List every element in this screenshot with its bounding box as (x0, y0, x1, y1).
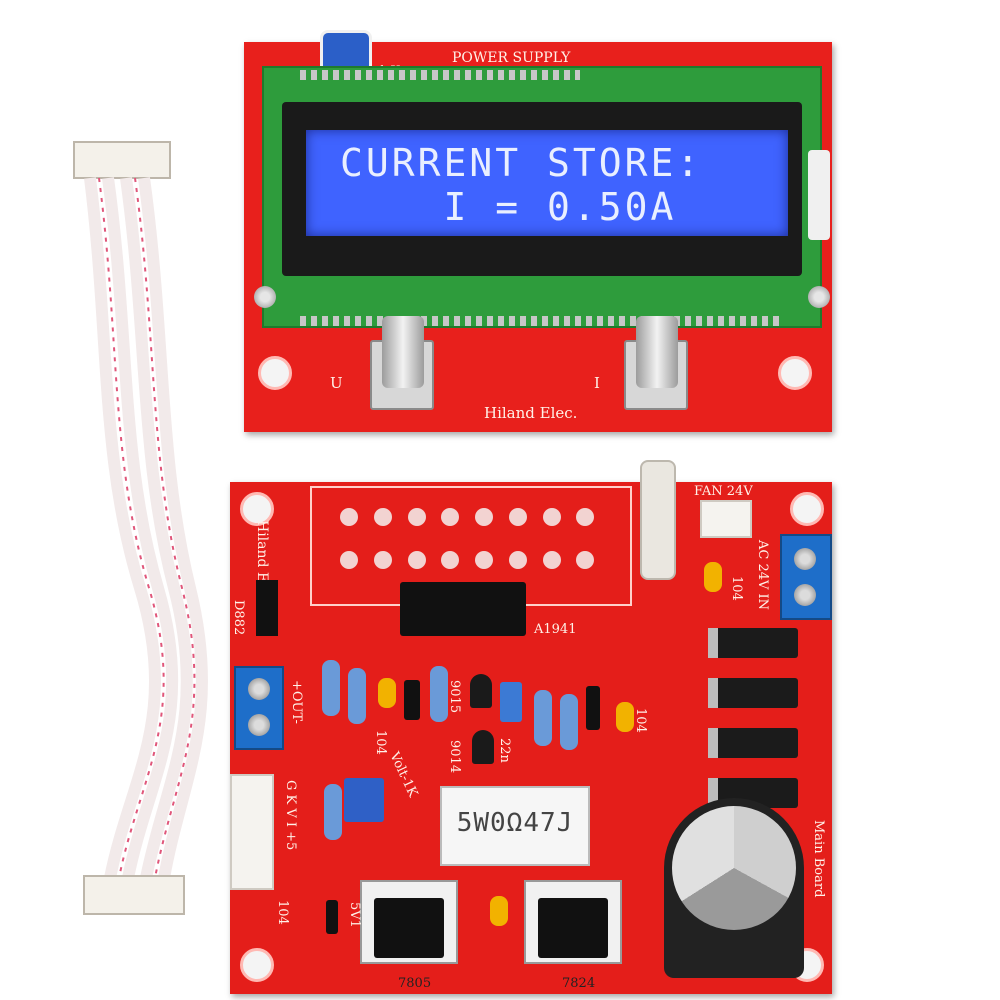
film-capacitor (500, 682, 522, 722)
rectifier-diode (708, 628, 798, 658)
fan-label: FAN 24V (694, 484, 753, 499)
lcd-screen: CURRENT STORE: I = 0.50A (306, 130, 788, 236)
diode-band (708, 678, 718, 708)
screw-icon (248, 678, 270, 700)
power-transistor (400, 582, 526, 636)
small-cap-label-1: 104 (373, 730, 388, 755)
ribbon-cable (73, 141, 209, 915)
hole (407, 551, 426, 569)
knob-left-label: U (330, 374, 343, 392)
lcd-line-1: CURRENT STORE: (340, 141, 703, 185)
zener-label: 5V1 (347, 902, 362, 928)
display-board-maker-label: Hiland Elec. (484, 404, 578, 422)
out-label: +OUT- (289, 680, 304, 724)
ac-label: AC 24V IN (755, 540, 770, 611)
diode-band (708, 778, 718, 808)
rectifier-diode (708, 678, 798, 708)
hole (475, 551, 493, 569)
q2-label: 9014 (447, 740, 462, 774)
small-cap-label-2: 104 (633, 708, 648, 733)
rectifier-diode (708, 728, 798, 758)
hole (373, 551, 392, 569)
mount-hole (240, 948, 274, 982)
voltage-knob[interactable] (382, 316, 424, 388)
ac-input-terminal[interactable] (780, 534, 832, 620)
zener-diode (326, 900, 338, 934)
lcd-pin-row-bottom (300, 316, 780, 326)
screw-icon (254, 286, 276, 308)
display-board-header-label: POWER SUPPLY (452, 50, 571, 66)
capacitor (378, 678, 396, 708)
hole (407, 508, 426, 526)
fuse-label: D882 (231, 600, 246, 636)
board-name: Main Board (811, 820, 826, 898)
transistor-d882 (256, 580, 278, 636)
small-cap-label-3: 104 (729, 576, 744, 601)
hole (508, 551, 527, 569)
capacitor (704, 562, 722, 592)
resistor (322, 660, 340, 716)
hole-grid (340, 508, 610, 578)
hole (576, 508, 595, 526)
hole (475, 508, 493, 526)
hole (441, 551, 460, 569)
resistor (430, 666, 448, 722)
resistor (324, 784, 342, 840)
cap-22n-label: 22n (497, 738, 512, 763)
hole (542, 508, 561, 526)
q1-label: 9015 (447, 680, 462, 714)
diode-band (708, 728, 718, 758)
transistor-q1 (470, 674, 492, 708)
capacitor-vent-icon (672, 806, 796, 930)
transistor-q2 (472, 730, 494, 764)
screw-icon (248, 714, 270, 736)
hole (340, 508, 358, 526)
mount-hole (240, 492, 274, 526)
output-terminal[interactable] (234, 666, 284, 750)
screw-icon (808, 286, 830, 308)
hole (340, 551, 358, 569)
mount-hole (790, 492, 824, 526)
regulator-7824 (538, 898, 608, 958)
lcd-line-2: I = 0.50A (340, 185, 677, 229)
trimmer-potentiometer[interactable] (344, 778, 384, 822)
mount-hole (778, 356, 812, 390)
reg1-label: 7805 (398, 976, 432, 991)
signal-header[interactable] (230, 774, 274, 890)
fuse-holder (640, 460, 676, 580)
capacitor (490, 896, 508, 926)
hole (542, 551, 561, 569)
reg2-label: 7824 (562, 976, 596, 991)
small-diode (404, 680, 420, 720)
resistor (560, 694, 578, 750)
current-knob[interactable] (636, 316, 678, 388)
hole (508, 508, 527, 526)
lcd-backlight-tab (808, 150, 830, 240)
hole (373, 508, 392, 526)
lcd-pin-header (300, 70, 580, 80)
header-pin-labels: G K V I +5 (283, 780, 298, 851)
transistor-label: A1941 (534, 622, 577, 637)
regulator-7805 (374, 898, 444, 958)
screw-icon (794, 584, 816, 606)
small-cap-label-4: 104 (275, 900, 290, 925)
resistor (348, 668, 366, 724)
resistor (534, 690, 552, 746)
power-resistor: 5W0Ω47J (440, 786, 590, 866)
hole (576, 551, 595, 569)
capacitor (616, 702, 634, 732)
diode-band (708, 628, 718, 658)
knob-right-label: I (594, 374, 600, 392)
power-resistor-text: 5W0Ω47J (456, 808, 574, 838)
hole (441, 508, 460, 526)
small-diode (586, 686, 600, 730)
mount-hole (258, 356, 292, 390)
screw-icon (794, 548, 816, 570)
fan-connector[interactable] (700, 500, 752, 538)
